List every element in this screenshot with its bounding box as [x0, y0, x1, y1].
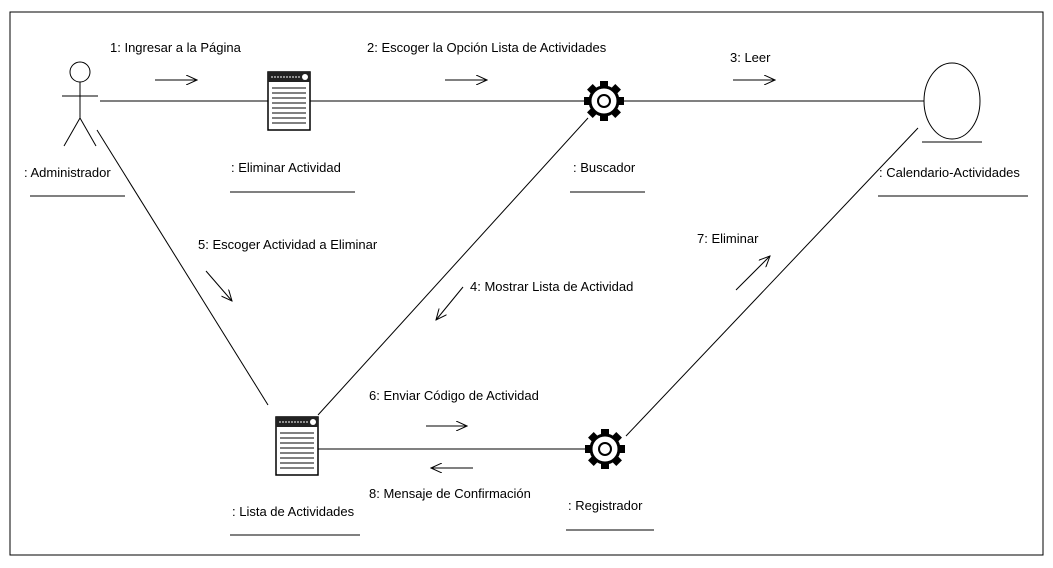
- arrow-m5: [205, 270, 232, 301]
- object-label-eliminar-actividad: : Eliminar Actividad: [231, 160, 341, 175]
- gear-icon-registrador: [585, 429, 625, 469]
- form-icon-lista: [275, 416, 319, 476]
- object-label-registrador: : Registrador: [568, 498, 643, 513]
- message-label-4: 4: Mostrar Lista de Actividad: [470, 279, 633, 294]
- arrow-m7: [735, 256, 770, 291]
- message-label-5: 5: Escoger Actividad a Eliminar: [198, 237, 378, 252]
- actor-icon: [62, 61, 98, 147]
- object-label-buscador: : Buscador: [573, 160, 636, 175]
- object-label-lista-actividades: : Lista de Actividades: [232, 504, 355, 519]
- message-label-8: 8: Mensaje de Confirmación: [369, 486, 531, 501]
- link-registrador-calendario: [625, 127, 919, 437]
- arrow-m4: [436, 286, 464, 320]
- object-label-calendario: : Calendario-Actividades: [879, 165, 1020, 180]
- diagram-frame: [9, 11, 1044, 556]
- link-buscador-lista: [317, 117, 589, 416]
- message-label-6: 6: Enviar Código de Actividad: [369, 388, 539, 403]
- message-label-3: 3: Leer: [730, 50, 771, 65]
- link-administrador-lista: [96, 129, 269, 406]
- entity-icon-calendario: [922, 62, 982, 143]
- message-label-1: 1: Ingresar a la Página: [110, 40, 242, 55]
- gear-icon-buscador: [584, 81, 624, 121]
- form-icon-eliminar: [267, 71, 311, 131]
- message-label-2: 2: Escoger la Opción Lista de Actividade…: [367, 40, 607, 55]
- object-label-administrador: : Administrador: [24, 165, 111, 180]
- message-label-7: 7: Eliminar: [697, 231, 759, 246]
